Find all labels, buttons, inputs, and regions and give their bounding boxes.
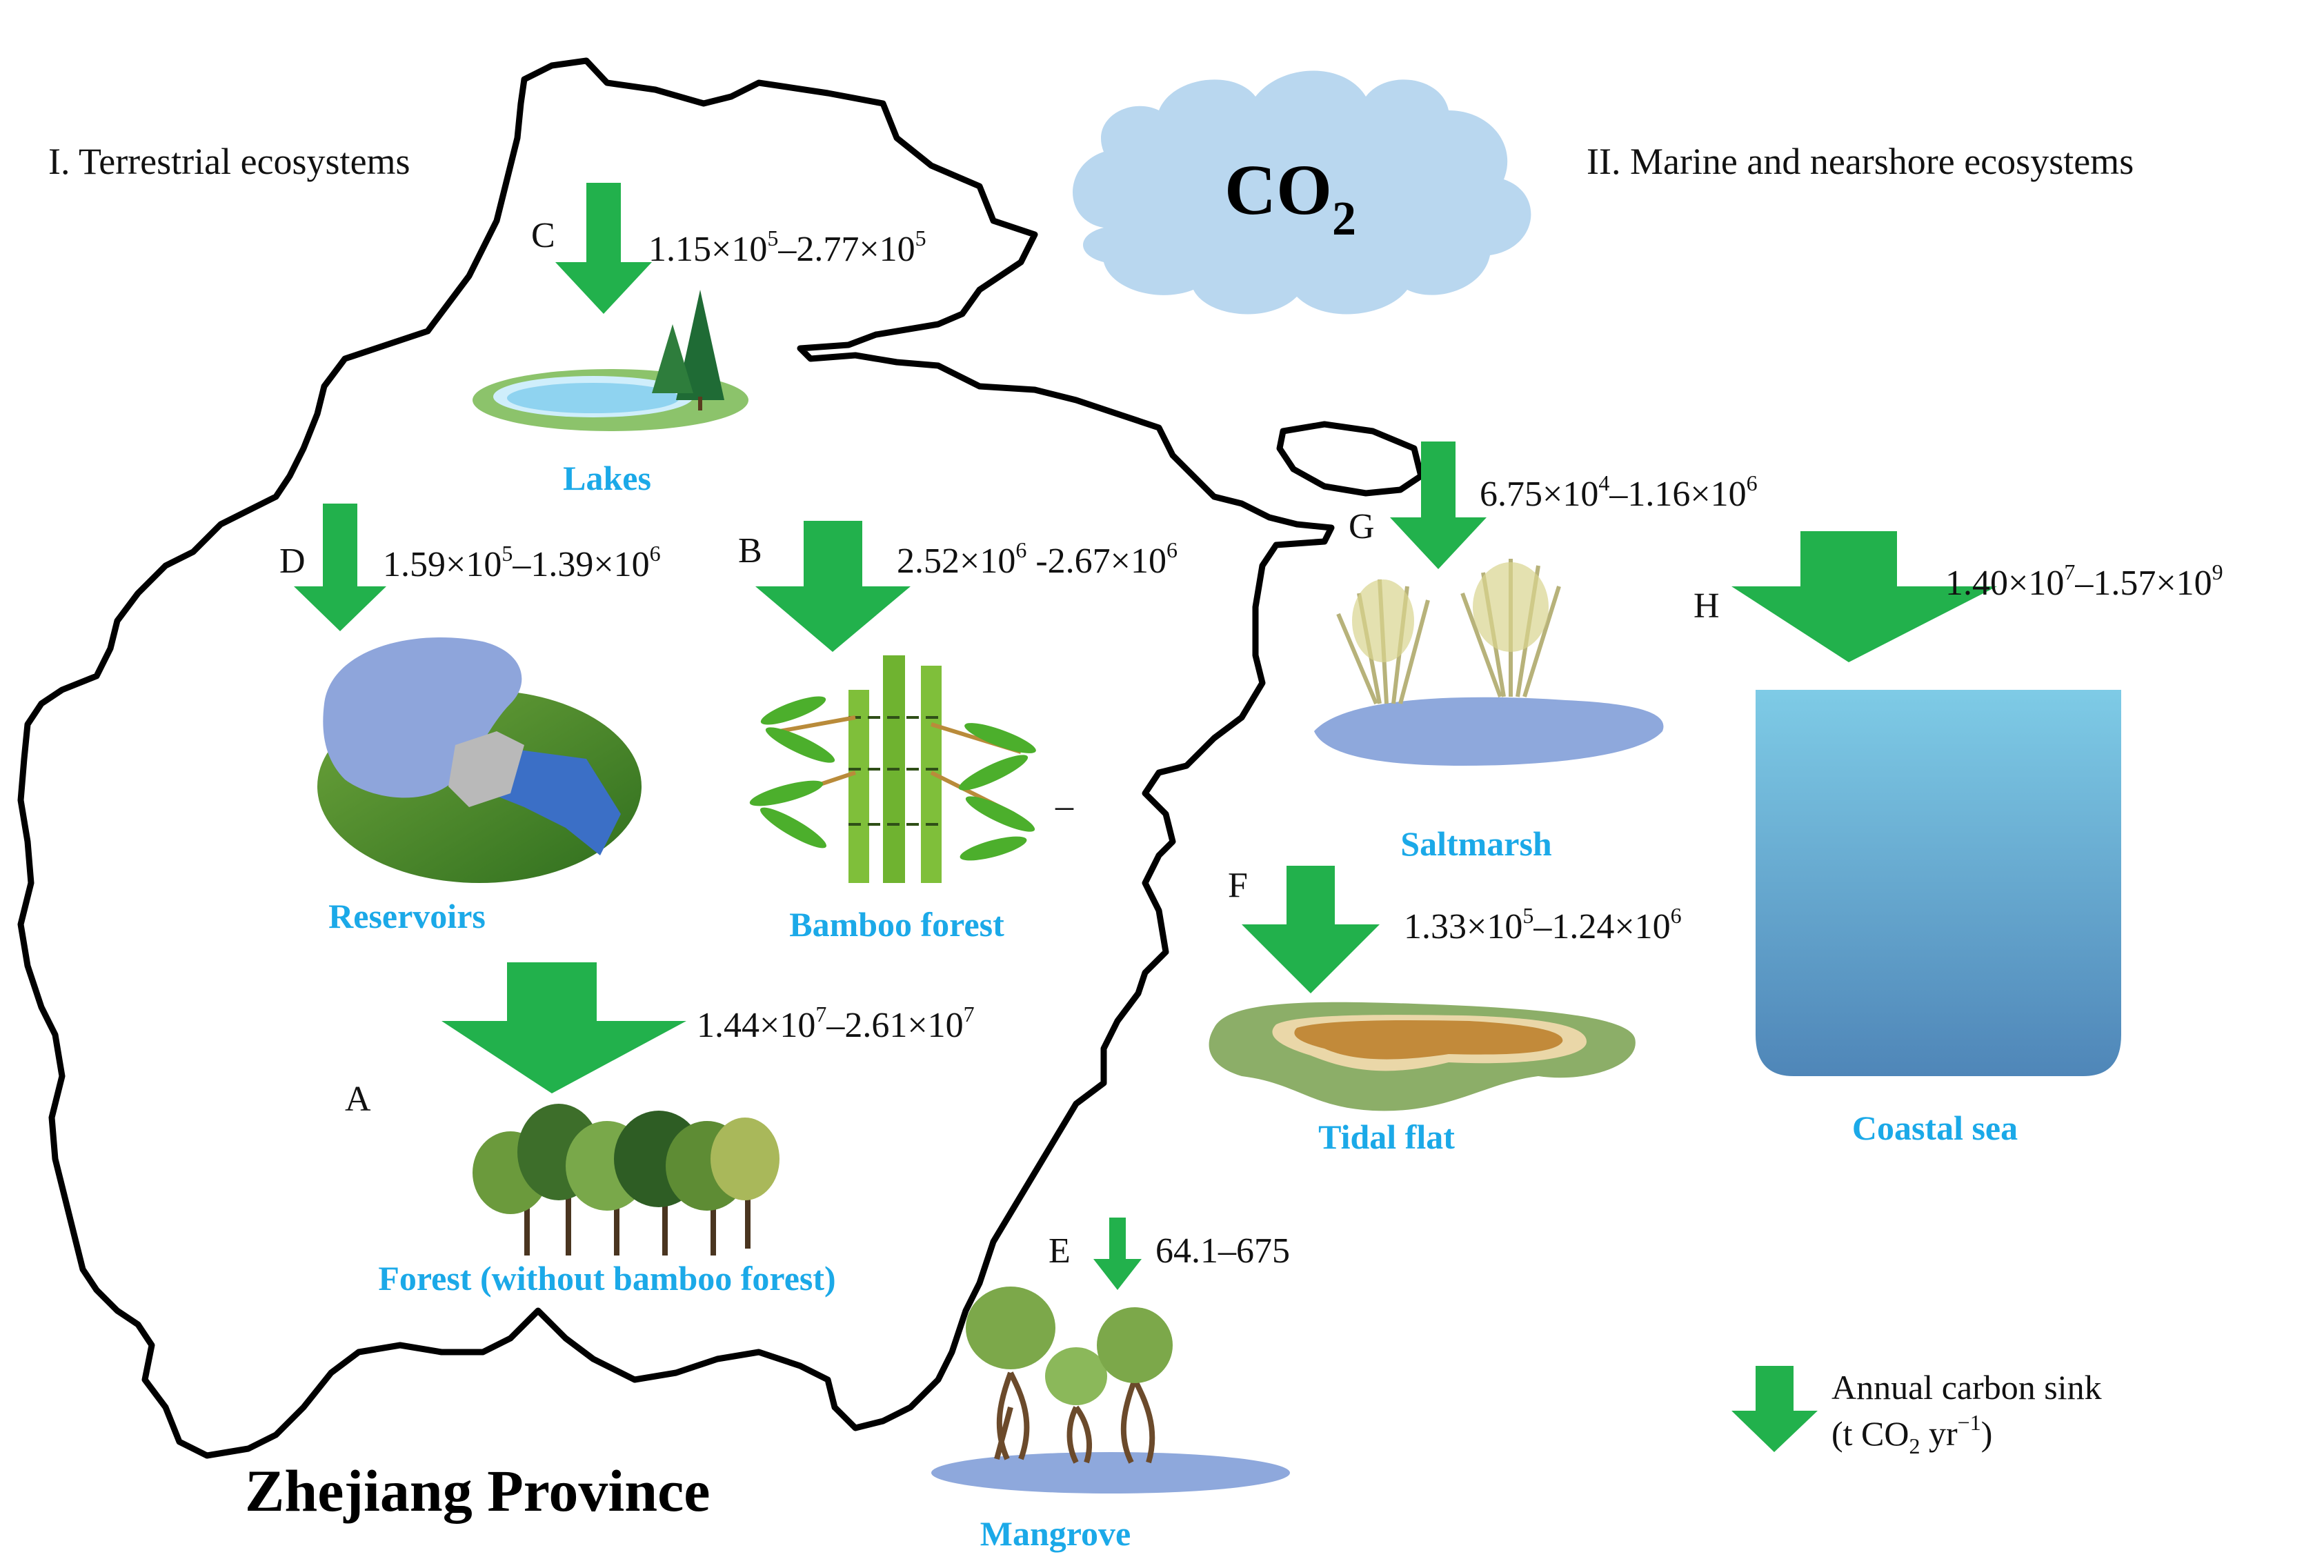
lakes-group: C 1.15×105–2.77×105 Lakes	[473, 183, 926, 497]
letter-b: B	[738, 531, 762, 570]
saltmarsh-label: Saltmarsh	[1400, 824, 1552, 863]
terrestrial-section-label: I. Terrestrial ecosystems	[48, 141, 410, 182]
tidal-flat-group: F 1.33×105–1.24×106 Tidal flat	[1209, 866, 1682, 1156]
tidal-flat-label: Tidal flat	[1318, 1118, 1455, 1156]
legend-line-1: Annual carbon sink	[1831, 1368, 2102, 1407]
letter-a: A	[345, 1080, 371, 1119]
carbon-sink-arrow-a	[441, 962, 686, 1093]
value-a: 1.44×107–2.61×107	[697, 1002, 975, 1045]
carbon-sink-arrow-h	[1731, 531, 1997, 662]
reservoirs-group: D 1.59×105–1.39×106 Reservoirs	[279, 504, 661, 935]
sea-water-icon	[1756, 690, 2121, 1076]
coastal-sea-group: H 1.40×107–1.57×109 Coastal sea	[1694, 531, 2223, 1147]
legend: Annual carbon sink (t CO2 yr−1)	[1731, 1366, 2102, 1458]
co2-cloud: CO2	[1073, 70, 1531, 315]
legend-line-2: (t CO2 yr−1)	[1831, 1410, 1992, 1458]
carbon-sink-arrow-c	[555, 183, 652, 314]
forest-label: Forest (without bamboo forest)	[378, 1259, 835, 1298]
mangrove-label: Mangrove	[980, 1514, 1131, 1553]
pine-tree-icon	[652, 290, 724, 410]
carbon-sink-arrow-f	[1242, 866, 1380, 993]
letter-f: F	[1228, 866, 1248, 905]
forest-trees-icon	[473, 1104, 779, 1256]
value-b: 2.52×106 -2.67×106	[897, 537, 1178, 581]
value-f: 1.33×105–1.24×106	[1404, 903, 1682, 946]
carbon-sink-arrow-e	[1093, 1218, 1142, 1290]
bamboo-icon	[749, 655, 1036, 883]
zhejiang-outline	[17, 57, 1335, 1459]
lakes-label: Lakes	[563, 459, 651, 497]
value-e: 64.1–675	[1155, 1231, 1290, 1271]
carbon-sink-arrow-d	[294, 504, 386, 631]
value-d: 1.59×105–1.39×106	[383, 541, 661, 584]
saltmarsh-group: G 6.75×104–1.16×106 Saltmarsh	[1314, 441, 1758, 863]
coastal-sea-label: Coastal sea	[1852, 1109, 2018, 1147]
co2-label: CO2	[1224, 150, 1356, 246]
bamboo-label: Bamboo forest	[789, 905, 1004, 944]
letter-d: D	[279, 542, 306, 581]
island-outline	[1276, 421, 1424, 497]
letter-h: H	[1694, 586, 1720, 626]
value-h: 1.40×107–1.57×109	[1945, 559, 2223, 603]
mangrove-group: E 64.1–675 Mangrove	[931, 1218, 1290, 1553]
mangrove-tree-icon	[994, 1371, 1155, 1464]
legend-arrow-icon	[1731, 1366, 1818, 1452]
reservoirs-label: Reservoirs	[328, 897, 486, 935]
carbon-sink-arrow-b	[755, 521, 911, 652]
forest-group: 1.44×107–2.61×107 A Forest (without bamb…	[345, 962, 975, 1298]
bamboo-group: B 2.52×106 -2.67×106 Bamboo forest –	[738, 521, 1178, 944]
letter-e: E	[1049, 1231, 1071, 1271]
letter-g: G	[1349, 507, 1375, 546]
marine-section-label: II. Marine and nearshore ecosystems	[1587, 141, 2134, 182]
value-c: 1.15×105–2.77×105	[648, 226, 926, 269]
carbon-sink-arrow-g	[1390, 441, 1487, 569]
stray-dash: –	[1055, 786, 1074, 826]
province-title: Zhejiang Province	[245, 1458, 710, 1524]
value-g: 6.75×104–1.16×106	[1480, 470, 1758, 514]
letter-c: C	[531, 216, 555, 255]
